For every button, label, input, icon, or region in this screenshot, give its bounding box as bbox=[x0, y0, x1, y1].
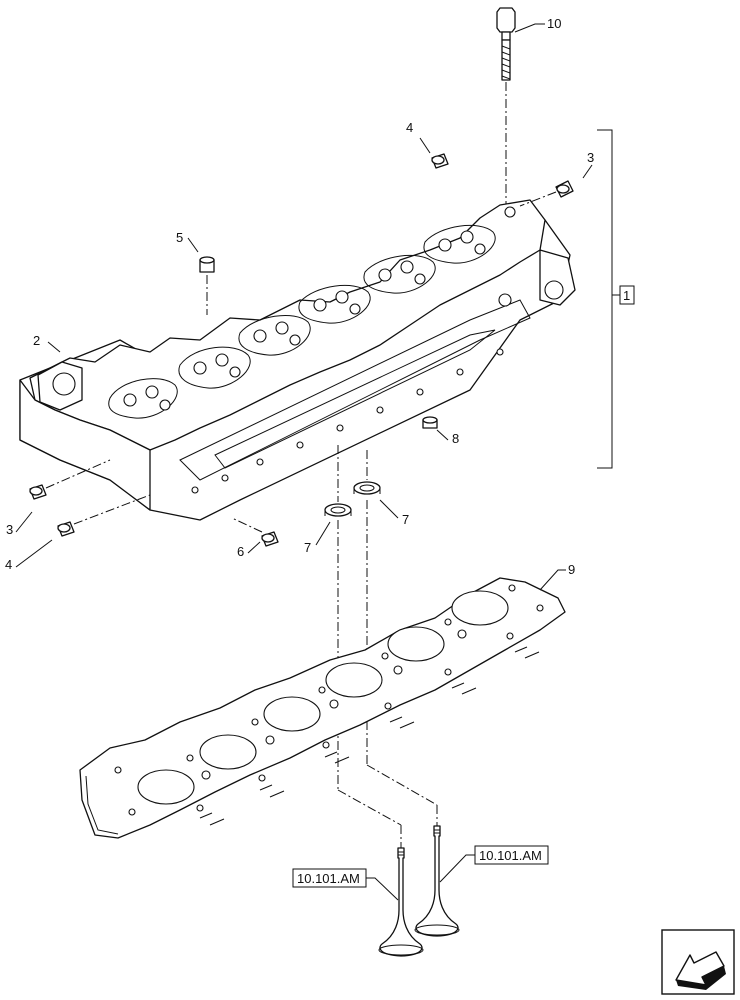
head-gasket bbox=[79, 577, 566, 839]
plug-3-left bbox=[29, 484, 47, 500]
callout-7-left: 7 bbox=[304, 540, 311, 555]
callout-3-left: 3 bbox=[6, 522, 13, 537]
plug-6 bbox=[261, 531, 279, 547]
callout-9: 9 bbox=[568, 562, 575, 577]
callout-1: 1 bbox=[623, 288, 630, 303]
callout-4-left: 4 bbox=[5, 557, 12, 572]
cylinder-head bbox=[19, 199, 576, 521]
valve-seal-left bbox=[324, 503, 352, 517]
callout-5: 5 bbox=[176, 230, 183, 245]
callout-7-right: 7 bbox=[402, 512, 409, 527]
valve-right bbox=[414, 825, 460, 937]
previous-page-arrow-icon[interactable] bbox=[661, 929, 735, 995]
callout-6: 6 bbox=[237, 544, 244, 559]
plug-8 bbox=[422, 416, 438, 429]
callout-2: 2 bbox=[33, 333, 40, 348]
valve-left bbox=[378, 847, 424, 957]
head-bolt bbox=[496, 7, 516, 81]
assembly-bracket bbox=[597, 129, 613, 469]
callout-8: 8 bbox=[452, 431, 459, 446]
plug-4-top bbox=[431, 153, 449, 169]
valve-seal-right bbox=[353, 481, 381, 495]
plug-3-right bbox=[555, 180, 574, 198]
ref-valve-left[interactable]: 10.101.AM bbox=[297, 871, 360, 886]
plug-4-left bbox=[57, 521, 75, 537]
callout-1-box bbox=[619, 285, 635, 305]
callout-3-right: 3 bbox=[587, 150, 594, 165]
callout-4-top: 4 bbox=[406, 120, 413, 135]
callout-10: 10 bbox=[547, 16, 561, 31]
ref-valve-right[interactable]: 10.101.AM bbox=[479, 848, 542, 863]
plug-5 bbox=[199, 256, 215, 273]
